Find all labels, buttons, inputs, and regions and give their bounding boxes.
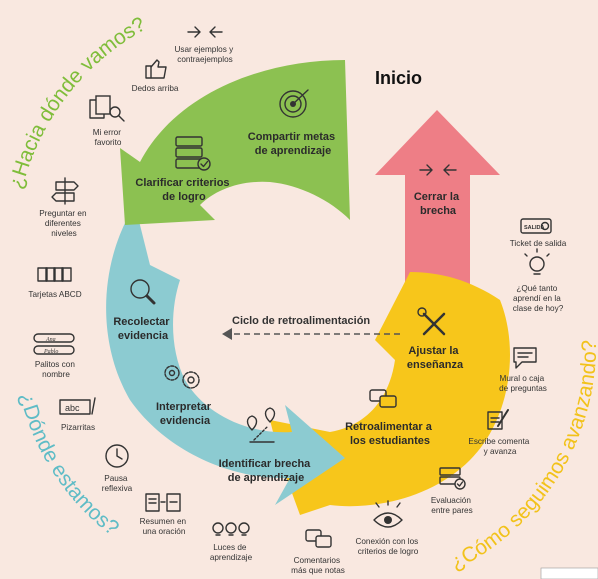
tool-name-sticks: Palitos con nombre	[35, 360, 77, 379]
tool-write-comment: Escribe comenta y avanza	[468, 437, 531, 456]
documents-magnifier-icon	[89, 95, 125, 122]
tool-lights: Luces de aprendizaje	[210, 543, 253, 562]
tool-whiteboards: Pizarritas	[61, 423, 95, 432]
name-stick-2-text: Pablo	[43, 349, 58, 355]
close-gap-arrow	[375, 110, 500, 315]
stage-share-goals: Compartir metas de aprendizaje	[248, 131, 338, 157]
tool-question-wall: Mural o caja de preguntas	[499, 374, 547, 393]
summary-docs-icon	[145, 493, 181, 512]
teal-segment	[106, 205, 346, 505]
tool-levels: Preguntar en diferentes niveles	[39, 209, 89, 238]
tool-pause: Pausa reflexiva	[102, 474, 133, 493]
cycle-arrowhead	[222, 328, 232, 340]
tools-wrench-icon	[417, 307, 446, 336]
question-wall-icon	[513, 347, 537, 369]
whiteboard-icon: abc	[59, 397, 96, 415]
write-note-icon	[487, 409, 509, 430]
abcd-cards-icon	[37, 267, 72, 282]
stage-identify-gap: Identificar brecha de aprendizaje	[219, 458, 314, 484]
start-title: Inicio	[375, 68, 422, 88]
tool-what-learned: ¿Qué tanto aprendí en la clase de hoy?	[513, 284, 564, 313]
gears-icon	[164, 365, 200, 389]
tool-peer-eval: Evaluación entre pares	[431, 496, 473, 515]
tool-exit-ticket: Ticket de salida	[510, 239, 567, 248]
chat-bubbles-icon	[369, 389, 397, 408]
stage-collect-evidence: Recolectar evidencia	[113, 316, 172, 342]
tool-abcd-cards: Tarjetas ABCD	[28, 290, 81, 299]
tool-thumbs: Dedos arriba	[132, 84, 179, 93]
idea-bulb-icon	[524, 248, 550, 275]
converging-arrows-icon	[419, 164, 457, 176]
tool-summary: Resumen en una oración	[140, 517, 189, 536]
corner-tag-box	[540, 567, 598, 579]
target-icon	[279, 89, 309, 118]
ticket-text: SALIDA	[524, 225, 545, 231]
signpost-icon	[51, 177, 79, 205]
magnifier-icon	[130, 279, 156, 305]
cycle-label: Ciclo de retroalimentación	[232, 315, 370, 327]
tool-criteria-link: Conexión con los criterios de logro	[355, 537, 420, 556]
clock-icon	[105, 444, 129, 468]
eye-icon	[373, 500, 403, 528]
map-pins-icon	[246, 407, 276, 443]
name-stick-1-text: Ana	[45, 337, 56, 343]
stage-adjust-teaching: Ajustar la enseñanza	[407, 345, 464, 371]
stage-interpret-evidence: Interpretar evidencia	[156, 401, 214, 427]
stage-clarify-criteria: Clarificar criterios de logro	[135, 177, 232, 203]
peer-eval-icon	[439, 467, 466, 490]
light-bulbs-icon	[212, 522, 250, 536]
comment-bubbles-icon	[305, 529, 332, 548]
exit-ticket-icon: SALIDA	[520, 218, 552, 234]
whiteboard-text: abc	[65, 403, 80, 413]
thumbs-up-icon	[145, 59, 167, 79]
examples-arrows-icon	[187, 26, 223, 38]
name-sticks-icon: Ana Pablo	[33, 333, 75, 355]
tool-examples: Usar ejemplos y contraejemplos	[175, 45, 236, 64]
stage-give-feedback: Retroalimentar a los estudiantes	[345, 421, 435, 447]
tool-comments: Comentarios más que notas	[291, 556, 345, 575]
checklist-server-icon	[175, 136, 211, 171]
stage-close-gap: Cerrar la brecha	[414, 191, 462, 217]
tool-favorite-error: Mi error favorito	[93, 128, 123, 147]
